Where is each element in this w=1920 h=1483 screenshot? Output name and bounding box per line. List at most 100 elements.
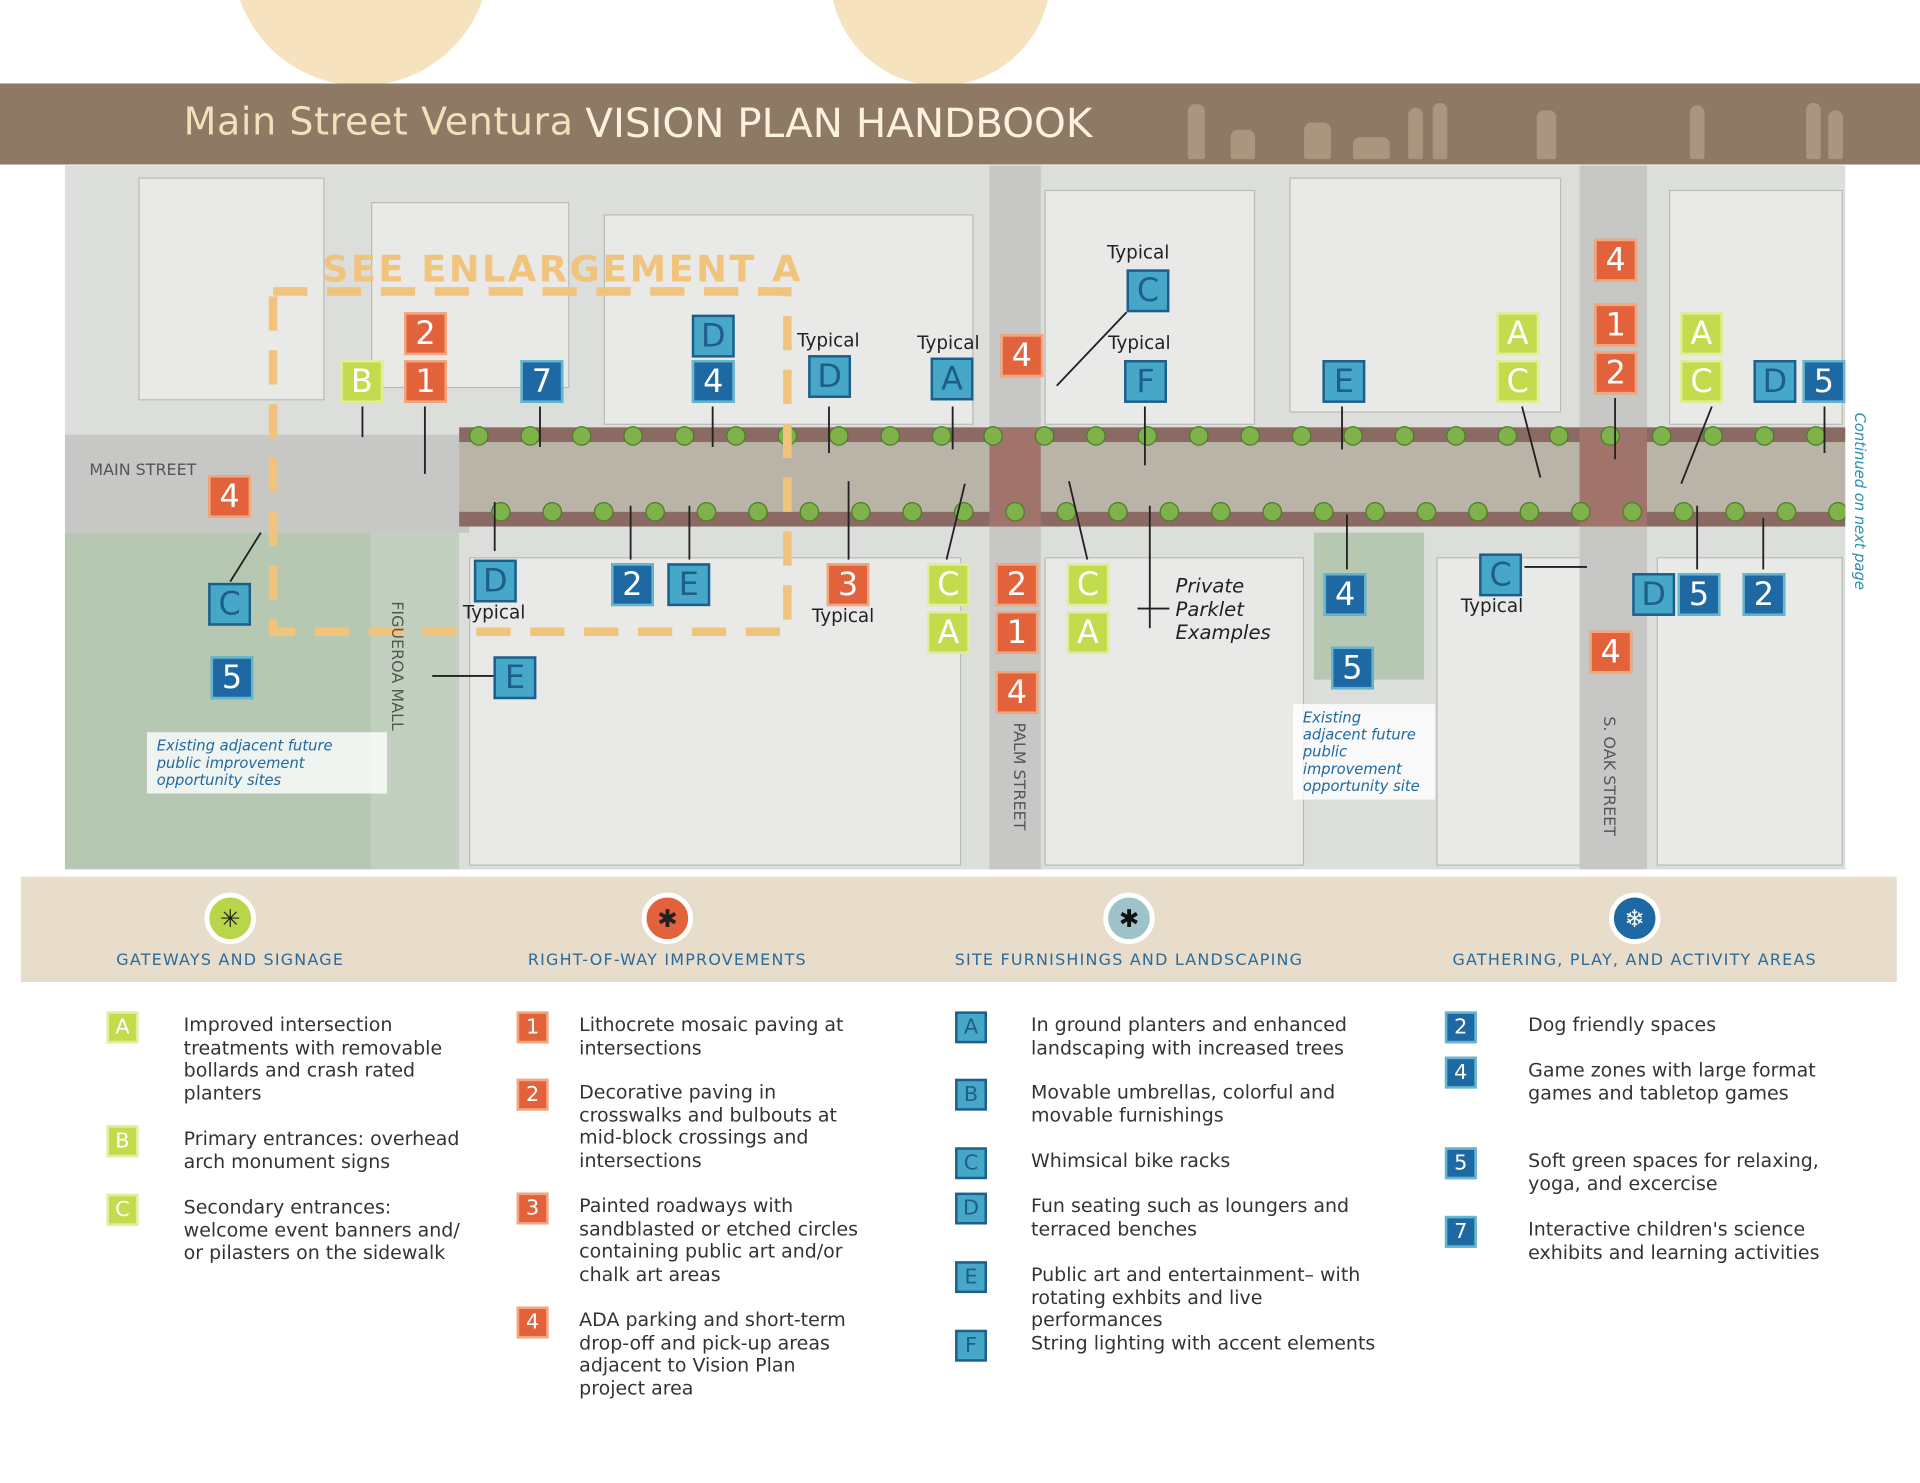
legend-key-badge: A [955,1011,987,1044]
tree-icon [593,502,614,522]
typical-label: Typical [462,601,526,624]
map-marker-1: 1 [1594,303,1638,347]
legend-category: ✱SITE FURNISHINGS AND LANDSCAPING [884,877,1374,970]
map-marker-c: C [1496,360,1540,403]
map-marker-1: 1 [404,360,447,403]
legend-category-title: RIGHT-OF-WAY IMPROVEMENTS [527,951,807,970]
legend-item-text: Interactive children's science exhibits … [1528,1218,1820,1264]
tree-icon [1137,426,1158,446]
map-marker-5: 5 [1802,360,1846,403]
map-marker-2: 2 [611,563,654,607]
tree-icon [1108,502,1128,522]
legend-item-text: ADA parking and short-term drop-off and … [579,1308,846,1399]
legend-key-badge: D [955,1192,987,1225]
tree-icon [1034,426,1055,446]
tree-icon [1548,426,1569,446]
legend-item: 2 Dog friendly spaces [1444,1011,1822,1044]
legend-category: ✱RIGHT-OF-WAY IMPROVEMENTS [422,877,912,970]
legend-item: A In ground planters and enhanced landsca… [955,1011,1398,1059]
map-marker-a: A [1496,312,1540,356]
legend-category-band [20,876,1897,983]
legend-item-text: In ground planters and enhanced landscap… [1031,1013,1347,1059]
map-marker-d: D [473,559,517,603]
street-label-oak: S. OAK STREET [1599,716,1618,836]
legend-key-badge: F [955,1329,987,1362]
tree-icon [571,426,592,446]
tree-icon [645,502,665,522]
legend-item-text: Secondary entrances: welcome event banne… [183,1196,460,1264]
legend-category: ✳GATEWAYS AND SIGNAGE [0,877,475,970]
tree-icon [1343,426,1363,446]
map-marker-4: 4 [1589,630,1633,674]
street-label-main: MAIN STREET [89,461,197,481]
map-marker-4: 4 [1000,334,1044,378]
map-marker-a: A [930,357,974,401]
map-marker-c: C [1479,553,1523,597]
legend-key-badge: 4 [516,1306,549,1339]
opportunity-note-right: Existing adjacent future public improvem… [1293,704,1436,800]
map-marker-e: E [493,656,537,700]
legend-key-badge: 7 [1444,1215,1477,1248]
map-marker-a: A [926,611,970,654]
tree-icon [674,426,695,446]
map-marker-5: 5 [210,656,254,700]
map-marker-2: 2 [995,563,1039,607]
legend-key-badge: E [955,1261,987,1294]
map-marker-b: B [340,360,384,403]
legend-category-title: GATEWAYS AND SIGNAGE [116,951,345,970]
legend-item-text: Lithocrete mosaic paving at intersection… [579,1013,844,1059]
legend-item-text: Fun seating such as loungers and terrace… [1031,1195,1350,1240]
tree-icon [1622,502,1643,522]
map-marker-d: D [808,355,852,398]
legend-item-text: Decorative paving in crosswalks and bulb… [579,1081,837,1172]
legend-item: D Fun seating such as loungers and terrac… [955,1192,1398,1240]
legend-key-badge: C [106,1193,139,1226]
tree-icon [1468,502,1488,522]
opportunity-note-left: Existing adjacent future public improvem… [146,732,387,794]
legend-key-badge: 1 [516,1011,549,1044]
map-marker-c: C [1680,360,1723,403]
map-marker-5: 5 [1677,573,1721,616]
map-marker-c: C [1066,563,1110,607]
map-marker-4: 4 [1594,238,1638,282]
legend-key-badge: 4 [1444,1056,1477,1089]
enlargement-outline [229,287,1826,677]
tree-icon [542,502,563,522]
legend-item-text: Improved intersection treatments with re… [183,1013,443,1104]
tree-icon [1211,502,1231,522]
legend-item-text: Public art and entertainment– with rotat… [1031,1263,1361,1332]
legend-key-badge: 3 [516,1192,549,1225]
legend-key-badge: B [955,1078,987,1111]
map-marker-c: C [1126,269,1170,313]
map-marker-a: A [1066,611,1110,654]
decorative-circle [232,0,490,86]
street-label-figueroa: FIGUEROA MALL [386,601,406,731]
tree-icon [1262,502,1283,522]
tree-icon [1776,502,1797,522]
tree-icon [623,426,643,446]
map-marker-5: 5 [1331,646,1374,690]
legend-item-text: Dog friendly spaces [1528,1013,1717,1036]
map-marker-2: 2 [1742,573,1786,616]
tree-icon [1086,426,1106,446]
continued-label: Continued on next page [1851,412,1869,590]
tree-icon [1291,426,1312,446]
map-marker-d: D [1753,360,1797,403]
legend-key-badge: A [106,1011,139,1044]
tree-icon [983,426,1003,446]
legend-item: C Secondary entrances: welcome event bann… [106,1193,466,1264]
map-marker-2: 2 [404,312,447,356]
snowflake-icon: ❄ [1608,892,1661,945]
legend-key-badge: 2 [1444,1011,1477,1044]
typical-label: Typical [797,329,860,352]
tree-icon [1365,502,1385,522]
map-marker-d: D [1632,573,1676,616]
